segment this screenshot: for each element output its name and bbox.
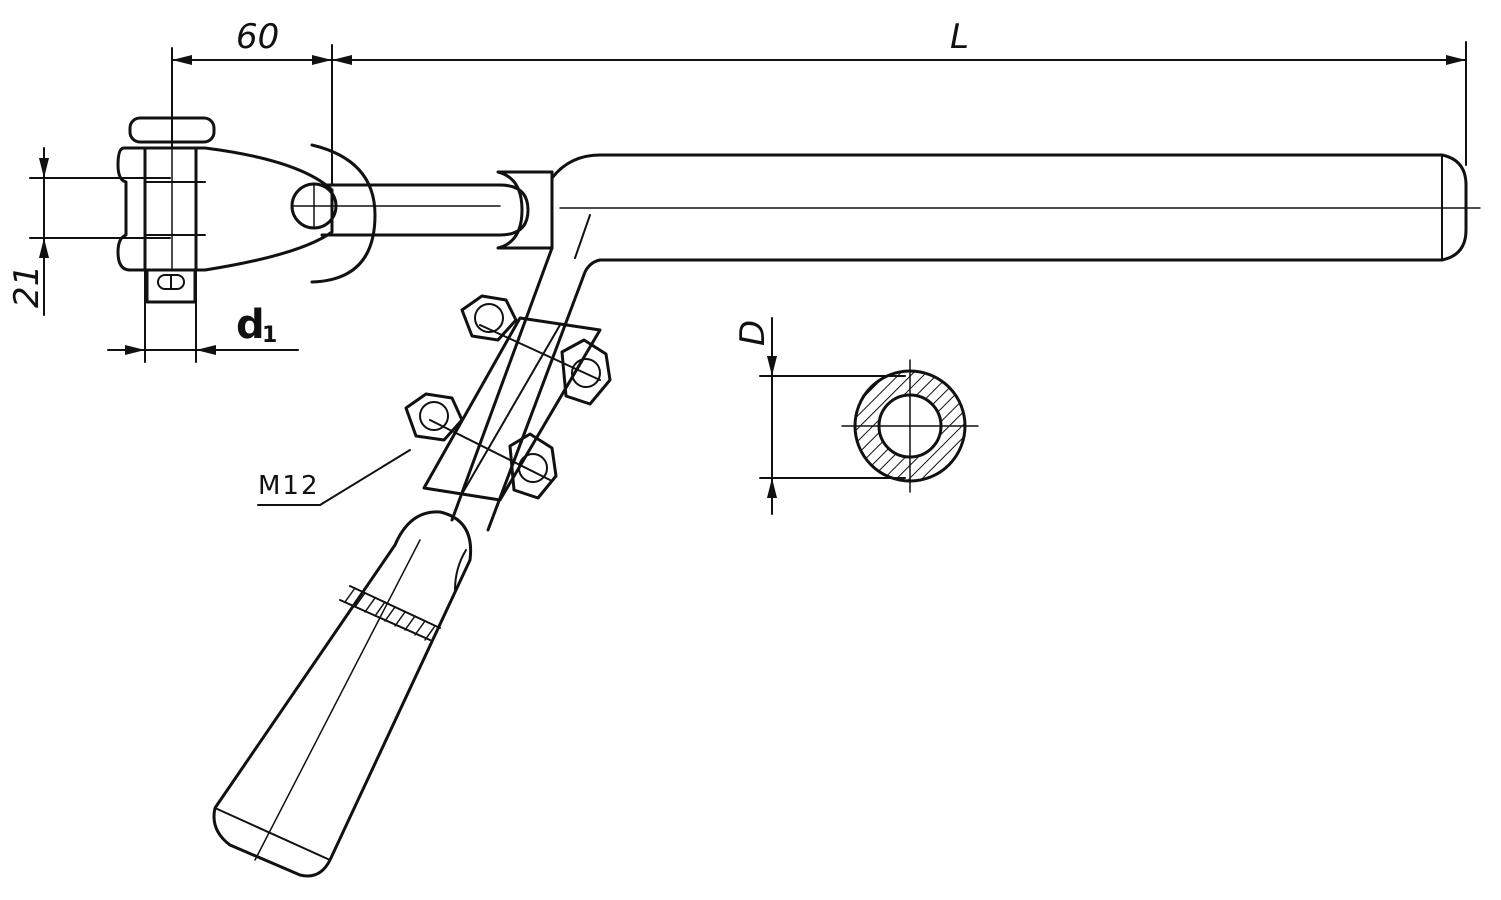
- dimension-21: [29, 147, 171, 316]
- bolt-upper: [460, 294, 612, 406]
- bolt-size-label: M12: [258, 471, 320, 501]
- dimension-60-label: 60: [236, 17, 279, 57]
- dimension-d1-subscript: 1: [262, 323, 277, 348]
- rod-section: [759, 317, 979, 515]
- eye-ring: [290, 143, 377, 284]
- dimension-21-label: 21: [7, 265, 47, 308]
- clamp-plates: [257, 294, 612, 506]
- compression-sleeve: [212, 510, 473, 878]
- link-strap: [320, 183, 530, 237]
- dimension-d1: [107, 269, 299, 363]
- clevis-fork: [116, 116, 334, 304]
- dimension-d1-label: d: [236, 302, 265, 348]
- bent-section: [450, 214, 602, 532]
- dimension-top: [171, 41, 1467, 186]
- dimension-length-label: L: [950, 17, 969, 57]
- clamp-joint: [496, 170, 554, 250]
- main-rod: [550, 153, 1481, 262]
- bolt-lower: [404, 392, 558, 500]
- dimension-D-label: D: [733, 320, 773, 346]
